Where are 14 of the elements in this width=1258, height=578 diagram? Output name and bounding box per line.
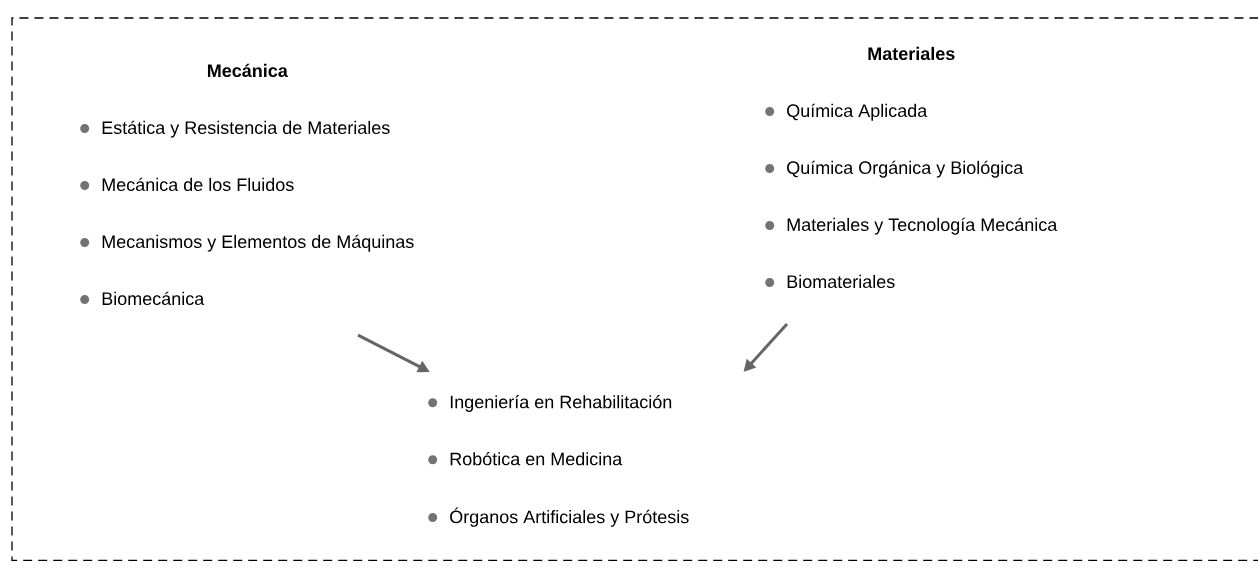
list-item: Química Aplicada [787, 103, 928, 121]
list-item: Robótica en Medicina [450, 451, 623, 466]
list-item: Química Orgánica y Biológica [787, 160, 1024, 178]
list-item: Órganos Artificiales y Prótesis [450, 507, 689, 527]
list-item: Biomecánica [102, 291, 205, 306]
list-item: Materiales y Tecnología Mecánica [787, 217, 1058, 235]
list-item: Biomateriales [787, 274, 895, 289]
dashed-frame [11, 17, 1258, 562]
heading: Mecánica [207, 63, 288, 78]
list-item: Mecanismos y Elementos de Máquinas [102, 234, 414, 252]
list-item: Estática y Resistencia de Materiales [102, 120, 390, 138]
list-item: Mecánica de los Fluidos [102, 177, 294, 192]
list-item: Ingeniería en Rehabilitación [450, 394, 672, 412]
heading: Materiales [868, 46, 955, 61]
